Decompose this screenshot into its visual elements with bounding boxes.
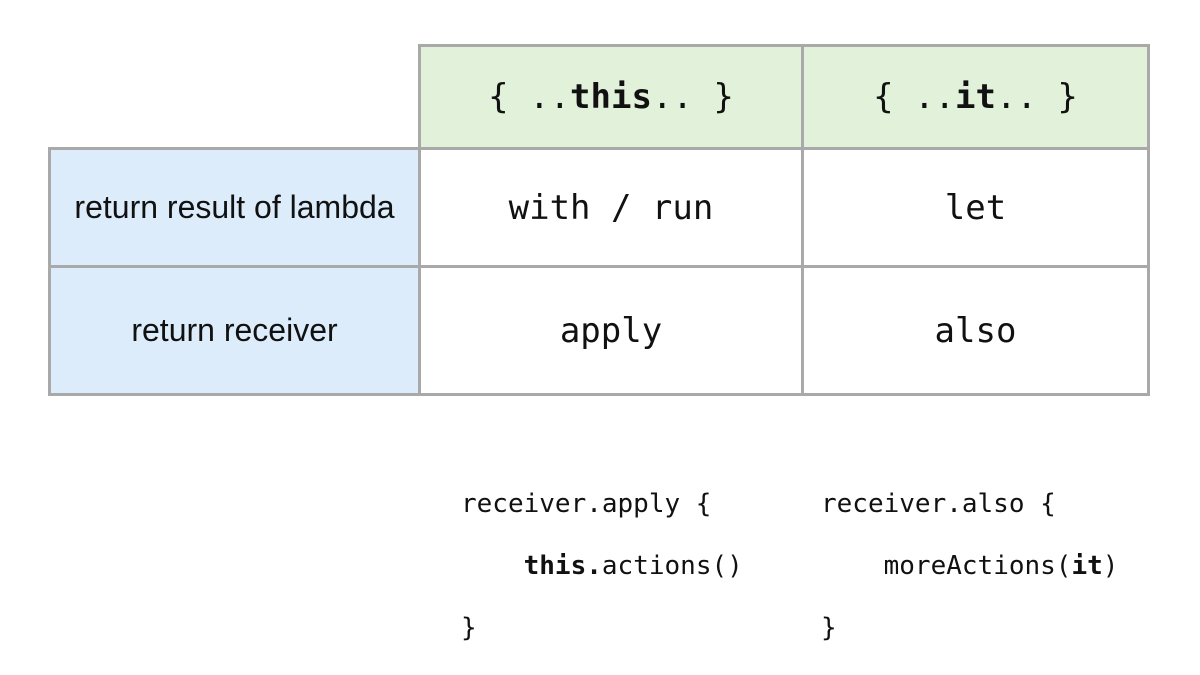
header-this-post: .. } (651, 77, 734, 117)
header-it-post: .. } (995, 77, 1078, 117)
also-code-example: receiver.also { moreActions(it) } (821, 458, 1118, 675)
code-keyword-this: this. (523, 551, 602, 581)
header-it-keyword: it (955, 77, 996, 117)
cell-value: also (934, 310, 1017, 351)
code-line: moreActions(it) (821, 551, 1119, 582)
code-line: this.actions() (461, 551, 743, 582)
cell-value: let (944, 187, 1007, 228)
row-label-text: return result of lambda (74, 189, 395, 225)
header-this: { .. this .. } (418, 44, 804, 150)
code-line: receiver.also { (821, 489, 1056, 519)
row-label-result-of-lambda: return result of lambda (48, 147, 421, 268)
apply-code-example: receiver.apply { this.actions() } (461, 458, 743, 675)
header-this-pre: { .. (488, 77, 571, 117)
cell-value: apply (559, 310, 663, 351)
cell-apply: apply (418, 265, 804, 396)
code-line: } (821, 613, 837, 643)
row-label-receiver: return receiver (48, 265, 421, 396)
code-call: actions() (601, 551, 743, 581)
scope-functions-table: { .. this .. } { .. it .. } return resul… (48, 44, 1150, 396)
code-line: receiver.apply { (461, 489, 712, 519)
code-indent (461, 551, 524, 581)
header-it: { .. it .. } (801, 44, 1150, 150)
code-call-close: ) (1102, 551, 1119, 581)
header-it-pre: { .. (873, 77, 956, 117)
cell-also: also (801, 265, 1150, 396)
cell-value: with / run (508, 187, 714, 228)
code-line: } (461, 613, 477, 643)
code-keyword-it: it (1071, 551, 1103, 581)
cell-with-run: with / run (418, 147, 804, 268)
header-this-keyword: this (570, 77, 652, 117)
row-label-text: return receiver (131, 312, 338, 348)
code-call: moreActions( (883, 551, 1072, 581)
code-indent (821, 551, 884, 581)
cell-let: let (801, 147, 1150, 268)
